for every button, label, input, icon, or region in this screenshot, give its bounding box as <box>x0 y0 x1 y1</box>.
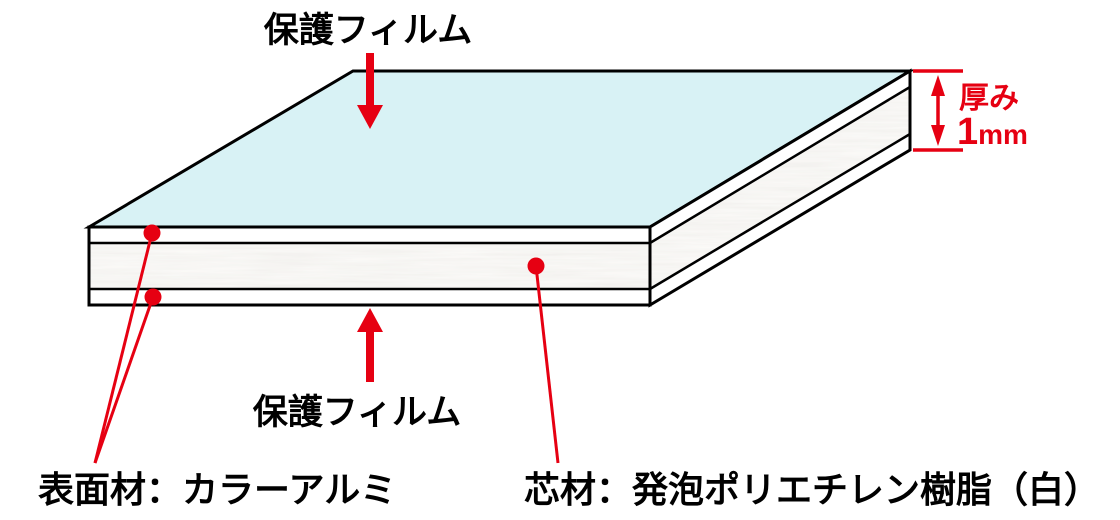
surface-material-label: 表面材：カラーアルミ <box>38 469 396 510</box>
front-core-texture <box>90 244 649 288</box>
thickness-unit: mm <box>978 119 1028 150</box>
thickness-title-label: 厚み <box>959 82 1019 115</box>
right-layer-line-top <box>649 85 911 245</box>
panel-body <box>83 68 916 308</box>
skin-top-leader-line <box>93 232 154 464</box>
thickness-dimension-icon <box>913 69 963 152</box>
skin-bottom-leader-line <box>93 296 155 464</box>
top-film-label: 保護フィルム <box>264 11 473 50</box>
core-material-label: 芯材：発泡ポリエチレン樹脂（白） <box>524 469 1100 510</box>
panel-front-face-outline <box>87 225 652 307</box>
core-leader-line <box>534 265 560 464</box>
annotations <box>93 53 963 464</box>
thickness-value: 1 <box>957 111 978 153</box>
thickness-value-label: 1mm <box>957 111 1028 153</box>
bottom-film-arrow-up-icon <box>357 308 383 382</box>
top-film-arrow-down-icon <box>357 53 383 129</box>
bottom-film-label: 保護フィルム <box>253 393 462 432</box>
right-layer-line-bottom <box>649 132 911 291</box>
